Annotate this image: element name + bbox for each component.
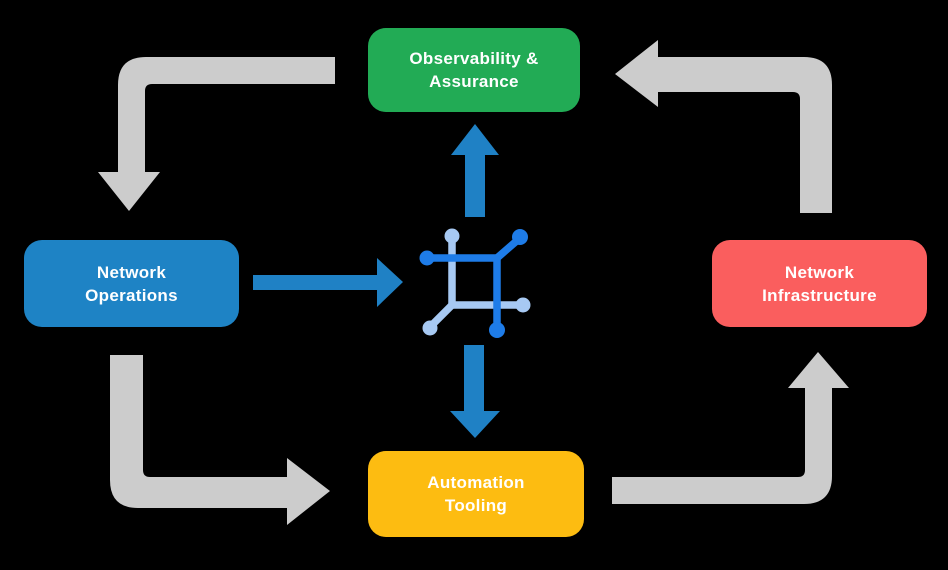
node-automation-label: Automation Tooling: [427, 473, 525, 515]
node-automation-tooling: Automation Tooling: [368, 451, 584, 537]
node-infrastructure-label: Network Infrastructure: [762, 262, 877, 305]
network-automation-icon: [419, 228, 531, 338]
arrow-center-to-observability: [451, 124, 499, 217]
arrow-observability-to-operations: [98, 57, 335, 211]
node-observability-label: Observability & Assurance: [409, 49, 539, 91]
icon-dark-nodes: [419, 229, 528, 338]
arrow-infrastructure-to-observability: [615, 40, 832, 213]
node-observability-assurance: Observability & Assurance: [368, 28, 580, 112]
node-network-operations: Network Operations: [24, 240, 239, 327]
arrow-operations-to-automation: [110, 355, 330, 525]
arrow-operations-to-center: [253, 258, 403, 307]
icon-light-nodes: [422, 228, 531, 336]
arrow-center-to-automation: [450, 345, 500, 438]
node-operations-label: Network Operations: [85, 262, 178, 305]
arrow-automation-to-infrastructure: [612, 352, 849, 504]
node-network-infrastructure: Network Infrastructure: [712, 240, 927, 327]
